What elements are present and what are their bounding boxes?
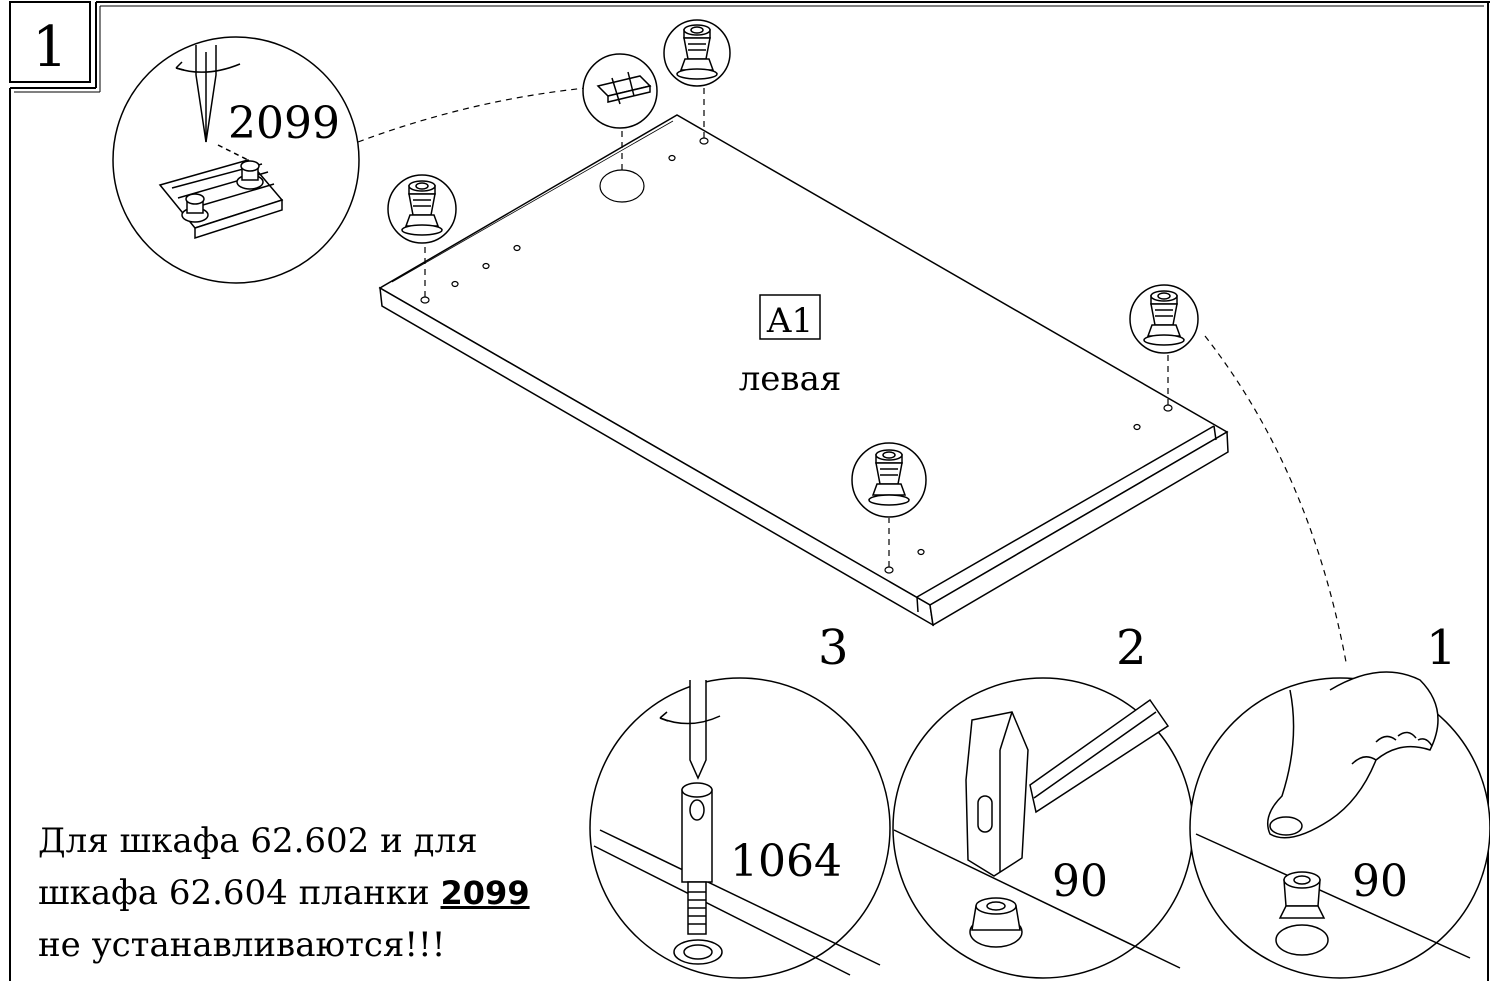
panel-board [378,114,1229,627]
board-holes [420,137,1173,574]
step-number-box: 1 [9,1,91,83]
detail-callout-2099: 2099 [112,36,360,284]
substep-1: 1 90 [1189,620,1490,979]
fitting-callouts [387,19,1199,518]
substep-2: 2 90 [892,620,1194,979]
substep-3: 3 1064 [589,620,891,979]
substep-2-part: 90 [1052,856,1108,907]
substep-3-part: 1064 [730,836,842,887]
substep-1-part: 90 [1352,856,1408,907]
note-line-2: шкафа 62.604 планки 2099 [38,867,598,919]
leader-lines [357,86,1347,663]
fitting-callout-front [851,442,927,518]
fitting-callout-right [1129,284,1199,354]
note-part-number: 2099 [440,874,530,912]
panel-code: A1 [766,301,813,341]
detail-part-number: 2099 [228,98,340,149]
fitting-callout-left [387,174,457,244]
installation-note: Для шкафа 62.602 и для шкафа 62.604 план… [38,815,598,971]
substep-1-order: 1 [1426,620,1457,676]
note-line-1: Для шкафа 62.602 и для [38,821,478,861]
panel-label: A1 левая [739,294,842,399]
substep-3-order: 3 [818,620,849,676]
panel-side: левая [739,359,842,399]
note-line-2-prefix: шкафа 62.604 планки [38,873,441,913]
substep-2-order: 2 [1116,620,1147,676]
plate-callout [582,53,658,129]
note-line-3: не устанавливаются!!! [38,925,446,965]
fitting-callout-top [663,19,731,87]
step-number: 1 [32,15,68,80]
